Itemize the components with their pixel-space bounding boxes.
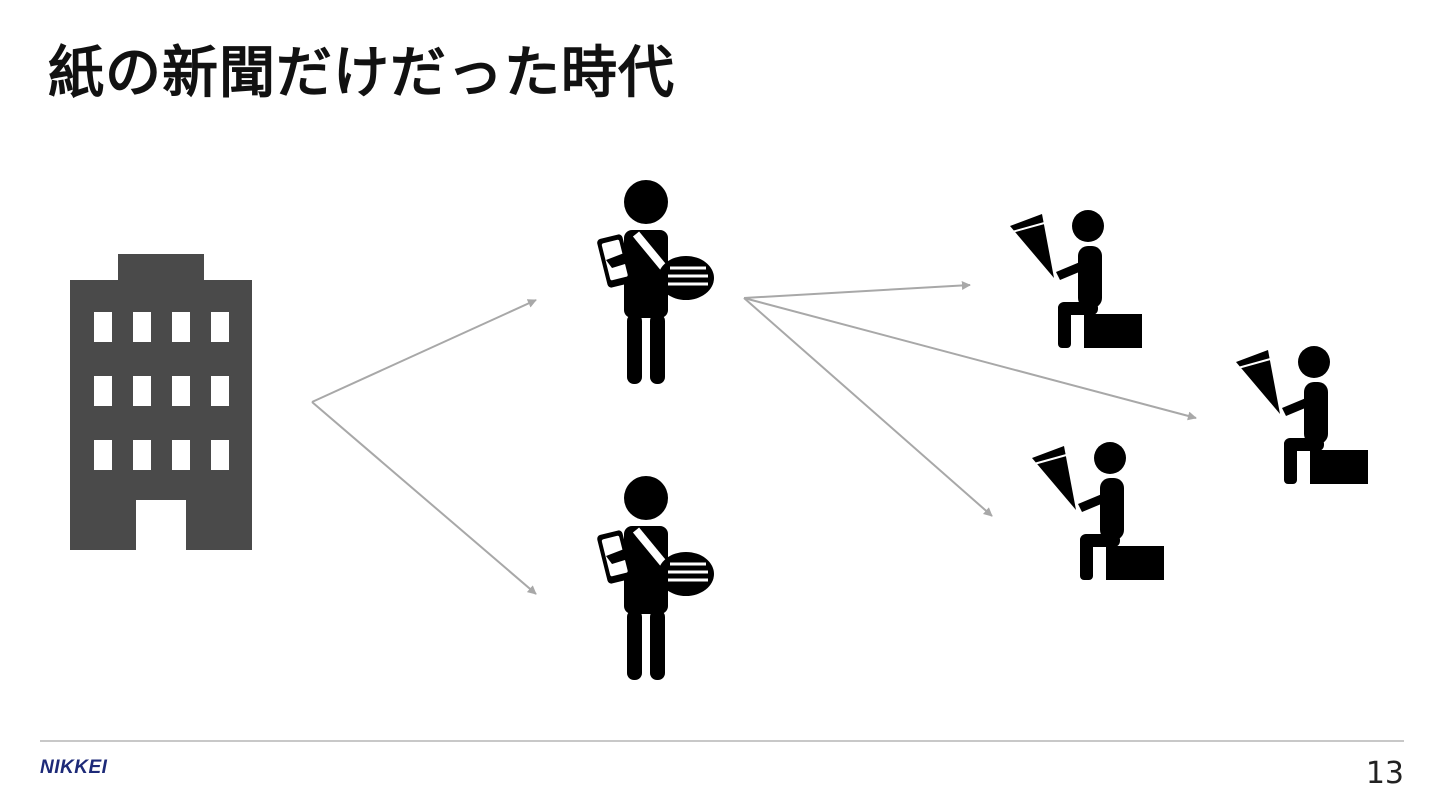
brand-logo: NIKKEI [40, 757, 108, 778]
seated-reader-icon [1009, 209, 1143, 349]
newspaper-carrier-icon [596, 476, 714, 680]
arrow-carrier-to-reader-1 [743, 280, 971, 299]
slide-title: 紙の新聞だけだった時代 [48, 41, 675, 106]
office-building-icon [70, 254, 252, 552]
arrow-carrier-to-reader-2 [743, 297, 993, 517]
page-number: 13 [1365, 756, 1404, 791]
seated-reader-icon [1235, 345, 1369, 485]
seated-reader-icon [1031, 441, 1165, 581]
footer-divider [40, 740, 1404, 742]
newspaper-carrier-icon [596, 180, 714, 384]
arrow-carrier-to-reader-3 [743, 297, 1197, 421]
arrow-company-to-carrier-2 [311, 401, 537, 595]
arrow-company-to-carrier-1 [311, 299, 537, 403]
